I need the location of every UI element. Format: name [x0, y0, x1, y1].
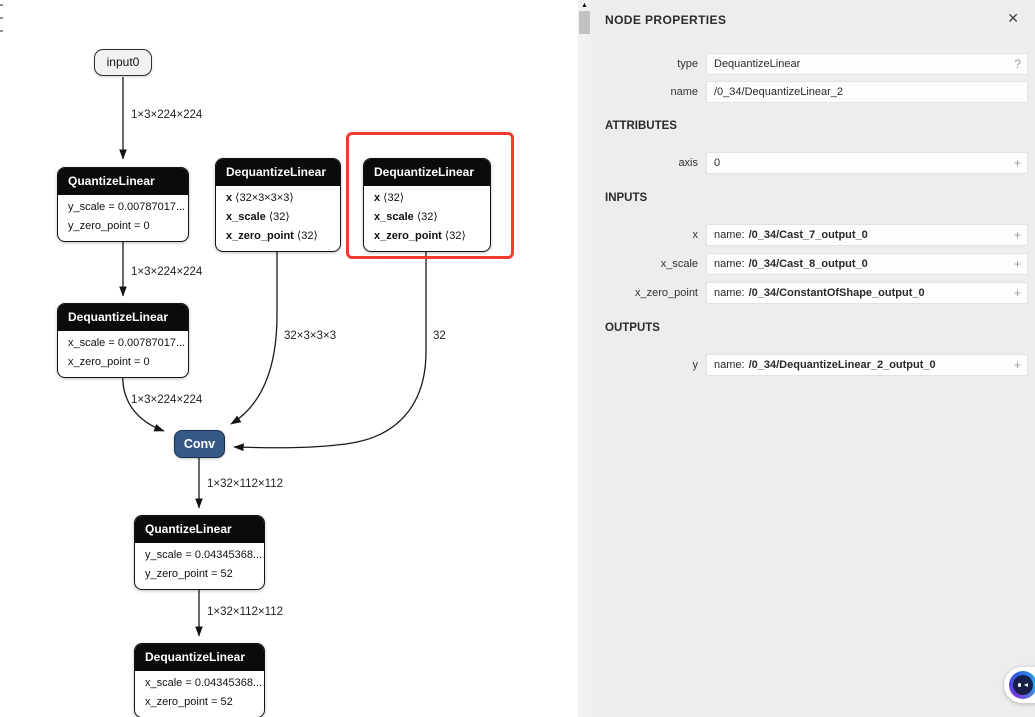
axis-field[interactable]: 0 + [706, 152, 1028, 174]
inputs-section-title: INPUTS [605, 192, 648, 204]
node-input: x_scale ⟨32⟩ [374, 211, 438, 223]
node-title[interactable]: QuantizeLinear [135, 516, 264, 543]
expand-icon[interactable]: + [1013, 257, 1021, 271]
expand-icon[interactable]: + [1013, 286, 1021, 300]
edge-label: 1×3×224×224 [131, 394, 203, 406]
output-y-row: y name:/0_34/DequantizeLinear_2_output_0… [591, 354, 1035, 376]
node-properties-panel: NODE PROPERTIES ✕ type DequantizeLinear … [591, 0, 1035, 717]
node-attr: y_scale = 0.04345368... [145, 549, 263, 561]
axis-field-row: axis 0 + [591, 152, 1035, 174]
input-xscale-row: x_scale name:/0_34/Cast_8_output_0 + [591, 253, 1035, 275]
expand-icon[interactable]: + [1013, 228, 1021, 242]
type-help-icon[interactable]: ? [1014, 57, 1021, 71]
assistant-icon[interactable] [1009, 671, 1035, 699]
type-field-row: type DequantizeLinear ? [591, 53, 1035, 75]
expand-icon[interactable]: + [1013, 156, 1021, 170]
node-input: x ⟨32⟩ [374, 192, 404, 204]
node-title[interactable]: DequantizeLinear [58, 304, 188, 331]
node-title[interactable]: DequantizeLinear [216, 159, 340, 186]
node-input0[interactable]: input0 [94, 49, 152, 76]
node-input: x ⟨32×3×3×3⟩ [226, 192, 294, 204]
field-label: y [692, 359, 699, 371]
menu-icon[interactable] [0, 4, 3, 38]
edge-label: 1×32×112×112 [207, 606, 284, 618]
scroll-up-icon[interactable]: ▲ [581, 2, 588, 9]
outputs-section-title: OUTPUTS [605, 322, 660, 334]
assistant-widget[interactable] [1004, 667, 1035, 703]
node-dequantizelinear-weights[interactable]: DequantizeLinear x ⟨32×3×3×3⟩ x_scale ⟨3… [215, 158, 341, 252]
node-dequantizelinear-selected[interactable]: DequantizeLinear x ⟨32⟩ x_scale ⟨32⟩ x_z… [363, 158, 491, 252]
input-xscale-field[interactable]: name:/0_34/Cast_8_output_0 + [706, 253, 1028, 275]
field-label: x [692, 229, 699, 241]
field-label: x_zero_point [635, 287, 698, 299]
panel-title: NODE PROPERTIES [605, 13, 727, 27]
node-input: x_zero_point ⟨32⟩ [374, 230, 466, 242]
node-dequantizelinear-2[interactable]: DequantizeLinear x_scale = 0.04345368...… [134, 643, 265, 717]
node-attr: y_zero_point = 52 [145, 568, 233, 580]
node-attr: y_scale = 0.00787017... [68, 201, 186, 213]
name-field-row: name /0_34/DequantizeLinear_2 [591, 81, 1035, 103]
vertical-scrollbar[interactable]: ▲ [578, 0, 591, 717]
node-title[interactable]: DequantizeLinear [135, 644, 264, 671]
node-dequantizelinear-1[interactable]: DequantizeLinear x_scale = 0.00787017...… [57, 303, 189, 378]
edge-label: 32×3×3×3 [284, 330, 337, 342]
input-xzeropoint-field[interactable]: name:/0_34/ConstantOfShape_output_0 + [706, 282, 1028, 304]
field-label: name [670, 86, 698, 98]
expand-icon[interactable]: + [1013, 358, 1021, 372]
node-attr: x_zero_point = 0 [68, 356, 150, 368]
output-y-field[interactable]: name:/0_34/DequantizeLinear_2_output_0 + [706, 354, 1028, 376]
node-attr: x_scale = 0.04345368... [145, 677, 263, 689]
input-x-field[interactable]: name:/0_34/Cast_7_output_0 + [706, 224, 1028, 246]
edge-label: 1×32×112×112 [207, 478, 284, 490]
graph-canvas[interactable]: 1×3×224×224 1×3×224×224 1×3×224×224 32×3… [0, 0, 578, 717]
edge-label: 32 [433, 330, 446, 342]
field-label: type [677, 58, 698, 70]
edge-label: 1×3×224×224 [131, 266, 203, 278]
name-field[interactable]: /0_34/DequantizeLinear_2 [706, 81, 1028, 103]
edge-label: 1×3×224×224 [131, 109, 203, 121]
node-quantizelinear-1[interactable]: QuantizeLinear y_scale = 0.00787017... y… [57, 167, 189, 242]
attributes-section-title: ATTRIBUTES [605, 120, 677, 132]
node-conv[interactable]: Conv [174, 430, 225, 458]
node-quantizelinear-2[interactable]: QuantizeLinear y_scale = 0.04345368... y… [134, 515, 265, 590]
type-field[interactable]: DequantizeLinear ? [706, 53, 1028, 75]
field-label: axis [678, 157, 698, 169]
node-attr: x_scale = 0.00787017... [68, 337, 186, 349]
scrollbar-thumb[interactable] [579, 11, 590, 34]
node-input: x_scale ⟨32⟩ [226, 211, 290, 223]
selection-highlight [346, 132, 514, 259]
input-xzeropoint-row: x_zero_point name:/0_34/ConstantOfShape_… [591, 282, 1035, 304]
node-title[interactable]: DequantizeLinear [364, 159, 490, 186]
graph-edges [119, 77, 427, 717]
node-attr: x_zero_point = 52 [145, 696, 233, 708]
field-label: x_scale [660, 258, 698, 270]
node-attr: y_zero_point = 0 [68, 220, 150, 232]
node-title[interactable]: QuantizeLinear [58, 168, 188, 195]
node-input: x_zero_point ⟨32⟩ [226, 230, 318, 242]
close-icon[interactable]: ✕ [1007, 10, 1019, 26]
input-x-row: x name:/0_34/Cast_7_output_0 + [591, 224, 1035, 246]
